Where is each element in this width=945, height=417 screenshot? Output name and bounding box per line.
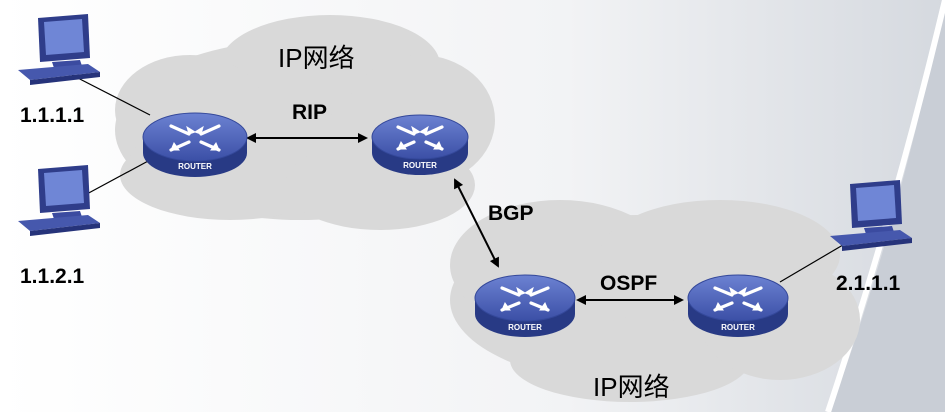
router-1: ROUTER	[142, 112, 248, 177]
router-3: ROUTER	[474, 274, 576, 337]
ospf-label: OSPF	[600, 272, 658, 295]
rip-label: RIP	[292, 101, 328, 124]
network-1-label: IP网络	[278, 43, 355, 73]
link-h1-r1	[71, 74, 151, 116]
host-1-ip: 1.1.1.1	[20, 104, 85, 127]
router-2-label: ROUTER	[403, 161, 437, 170]
background-sweep	[830, 0, 945, 412]
network-2-label: IP网络	[593, 372, 670, 402]
host-3-ip: 2.1.1.1	[836, 272, 901, 295]
bgp-arrow	[454, 178, 499, 268]
computer-icon-host-2	[18, 165, 100, 236]
router-2: ROUTER	[371, 114, 469, 175]
computer-icon-host-3	[830, 180, 912, 251]
host-2-ip: 1.1.2.1	[20, 265, 85, 288]
link-r4-h3	[779, 241, 849, 283]
router-4-label: ROUTER	[721, 323, 755, 332]
router-1-label: ROUTER	[178, 162, 212, 171]
router-3-label: ROUTER	[508, 323, 542, 332]
computer-icon-host-1	[18, 14, 100, 85]
link-h2-r1	[84, 159, 151, 196]
bgp-label: BGP	[488, 202, 534, 225]
router-4: ROUTER	[687, 274, 789, 337]
